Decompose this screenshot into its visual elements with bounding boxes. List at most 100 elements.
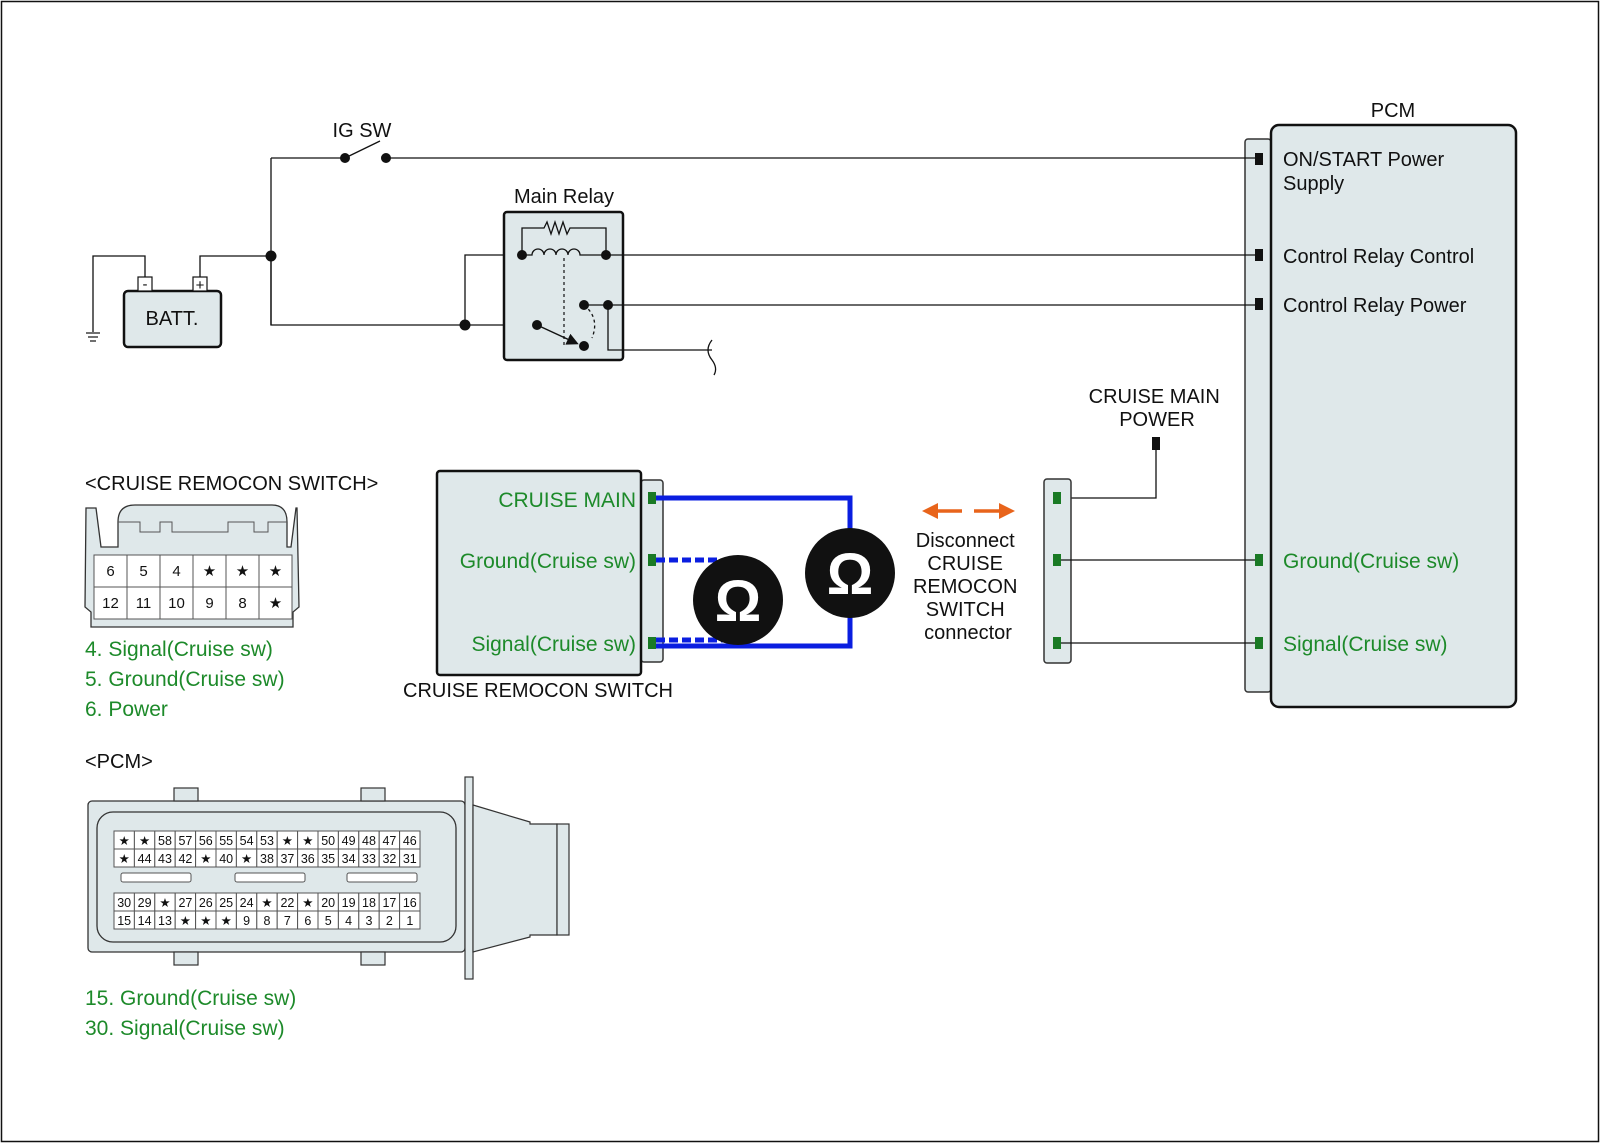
pcm-pin-ground: Ground(Cruise sw) bbox=[1283, 550, 1459, 573]
remocon-pin-label: 9 bbox=[205, 595, 213, 612]
pcm-pin-label: 31 bbox=[403, 852, 417, 866]
pcm-terminal-relay-control bbox=[1255, 249, 1263, 261]
pcm-pin-label: ★ bbox=[302, 896, 313, 910]
wire-break-mark bbox=[707, 339, 717, 376]
remocon-pin-cell bbox=[126, 586, 161, 620]
pcm-legend: 15. Ground(Cruise sw) 30. Signal(Cruise … bbox=[85, 987, 296, 1040]
pcm-pin-label: ★ bbox=[241, 852, 252, 866]
pcm-pin-label: 44 bbox=[138, 852, 152, 866]
remocon-legend: 4. Signal(Cruise sw) 5. Ground(Cruise sw… bbox=[85, 638, 285, 721]
pcm-box bbox=[1269, 123, 1518, 709]
pcm-pin-label: 58 bbox=[158, 834, 172, 848]
remocon-pin-cell bbox=[225, 586, 260, 620]
battery bbox=[122, 289, 223, 349]
pcm-block: PCM ON/START Power Supply Control Relay … bbox=[1244, 100, 1518, 709]
pcm-pin-label: 40 bbox=[219, 852, 233, 866]
remocon-pin-cell bbox=[93, 554, 128, 588]
pcm-pin-label: 50 bbox=[321, 834, 335, 848]
pcm-pin-label: 24 bbox=[240, 896, 254, 910]
pcm-pin-label: 6 bbox=[304, 914, 311, 928]
battery-label: BATT. bbox=[146, 308, 199, 330]
remocon-pin-label: ★ bbox=[236, 563, 249, 580]
remocon-pin-cell bbox=[258, 586, 293, 620]
remocon-pin-label: ★ bbox=[203, 563, 216, 580]
pcm-terminal-signal bbox=[1255, 637, 1263, 649]
pcm-pin-label: 2 bbox=[386, 914, 393, 928]
svg-text:Ω: Ω bbox=[715, 569, 762, 634]
pcm-pin-label: ★ bbox=[302, 834, 313, 848]
pcm-pin-on-start-line2: Supply bbox=[1283, 173, 1344, 195]
pcm-title: PCM bbox=[1371, 100, 1415, 122]
cruise-main-power: CRUISE MAIN POWER bbox=[1058, 386, 1220, 499]
pcm-pin-label: 43 bbox=[158, 852, 172, 866]
disconnect-text: Disconnect CRUISE REMOCON SWITCH connect… bbox=[913, 530, 1023, 644]
pcm-pin-label: ★ bbox=[159, 896, 170, 910]
remocon-connector-title: <CRUISE REMOCON SWITCH> bbox=[85, 473, 378, 495]
pcm-pin-relay-power: Control Relay Power bbox=[1283, 295, 1467, 317]
pcm-pin-label: 18 bbox=[362, 896, 376, 910]
cruise-remocon-switch: CRUISE MAIN Ground(Cruise sw) Signal(Cru… bbox=[403, 469, 673, 702]
pcm-pin-label: ★ bbox=[119, 852, 130, 866]
remocon-pin-label: ★ bbox=[269, 595, 282, 612]
pcm-pin-label: 46 bbox=[403, 834, 417, 848]
pcm-pin-label: 37 bbox=[280, 852, 294, 866]
pcm-pin-label: 55 bbox=[219, 834, 233, 848]
switch-pin-cruise-main: CRUISE MAIN bbox=[498, 489, 636, 512]
switch-pin-signal: Signal(Cruise sw) bbox=[471, 633, 636, 656]
remocon-legend-6: 6. Power bbox=[85, 698, 168, 721]
main-relay-label: Main Relay bbox=[514, 186, 614, 208]
pcm-pin-label: 29 bbox=[138, 896, 152, 910]
pcm-connector-title: <PCM> bbox=[85, 751, 153, 773]
pcm-pin-label: 1 bbox=[406, 914, 413, 928]
pcm-pin-label: 17 bbox=[382, 896, 396, 910]
pcm-terminal-ground bbox=[1255, 554, 1263, 566]
pcm-pin-label: 27 bbox=[178, 896, 192, 910]
pcm-pin-label: ★ bbox=[282, 834, 293, 848]
remocon-pin-label: 4 bbox=[172, 563, 180, 580]
pcm-pin-label: 32 bbox=[382, 852, 396, 866]
pcm-pin-cell bbox=[399, 848, 421, 868]
ig-sw-label: IG SW bbox=[333, 120, 392, 142]
relay-resistor bbox=[521, 219, 607, 255]
pcm-pin-label: 3 bbox=[366, 914, 373, 928]
ig-sw-blade bbox=[344, 140, 381, 159]
ground-symbol bbox=[86, 332, 100, 342]
pcm-pin-label: 9 bbox=[243, 914, 250, 928]
pcm-pin-label: 33 bbox=[362, 852, 376, 866]
remocon-pin-cell bbox=[258, 554, 293, 588]
pcm-pin-label: 25 bbox=[219, 896, 233, 910]
pcm-pin-cell bbox=[399, 910, 421, 930]
switch-pin-ground: Ground(Cruise sw) bbox=[460, 550, 636, 573]
pcm-pin-label: 48 bbox=[362, 834, 376, 848]
pcm-pin-label: 36 bbox=[301, 852, 315, 866]
switch-box bbox=[435, 469, 643, 677]
pcm-legend-15: 15. Ground(Cruise sw) bbox=[85, 987, 296, 1010]
remocon-pin-label: ★ bbox=[269, 563, 282, 580]
remocon-legend-5: 5. Ground(Cruise sw) bbox=[85, 668, 285, 691]
pcm-pin-label: 54 bbox=[240, 834, 254, 848]
ohmmeter-icon-1: Ω bbox=[693, 555, 783, 645]
remocon-pin-label: 5 bbox=[139, 563, 147, 580]
battery-pos-sign: + bbox=[196, 277, 205, 294]
switch-title: CRUISE REMOCON SWITCH bbox=[403, 680, 673, 702]
pcm-pin-label: 15 bbox=[117, 914, 131, 928]
pcm-legend-30: 30. Signal(Cruise sw) bbox=[85, 1017, 285, 1040]
pcm-pin-label: 13 bbox=[158, 914, 172, 928]
pcm-pin-label: 16 bbox=[403, 896, 417, 910]
pcm-pin-label: 35 bbox=[321, 852, 335, 866]
pcm-pin-label: ★ bbox=[139, 834, 150, 848]
remocon-pin-label: 8 bbox=[238, 595, 246, 612]
pcm-pin-label: 14 bbox=[138, 914, 152, 928]
pcm-pin-label: ★ bbox=[221, 914, 232, 928]
pcm-pin-label: 7 bbox=[284, 914, 291, 928]
pcm-terminal-on-start bbox=[1255, 153, 1263, 165]
pcm-pin-label: 57 bbox=[178, 834, 192, 848]
pcm-pin-label: ★ bbox=[180, 914, 191, 928]
remocon-pin-label: 10 bbox=[168, 595, 185, 612]
